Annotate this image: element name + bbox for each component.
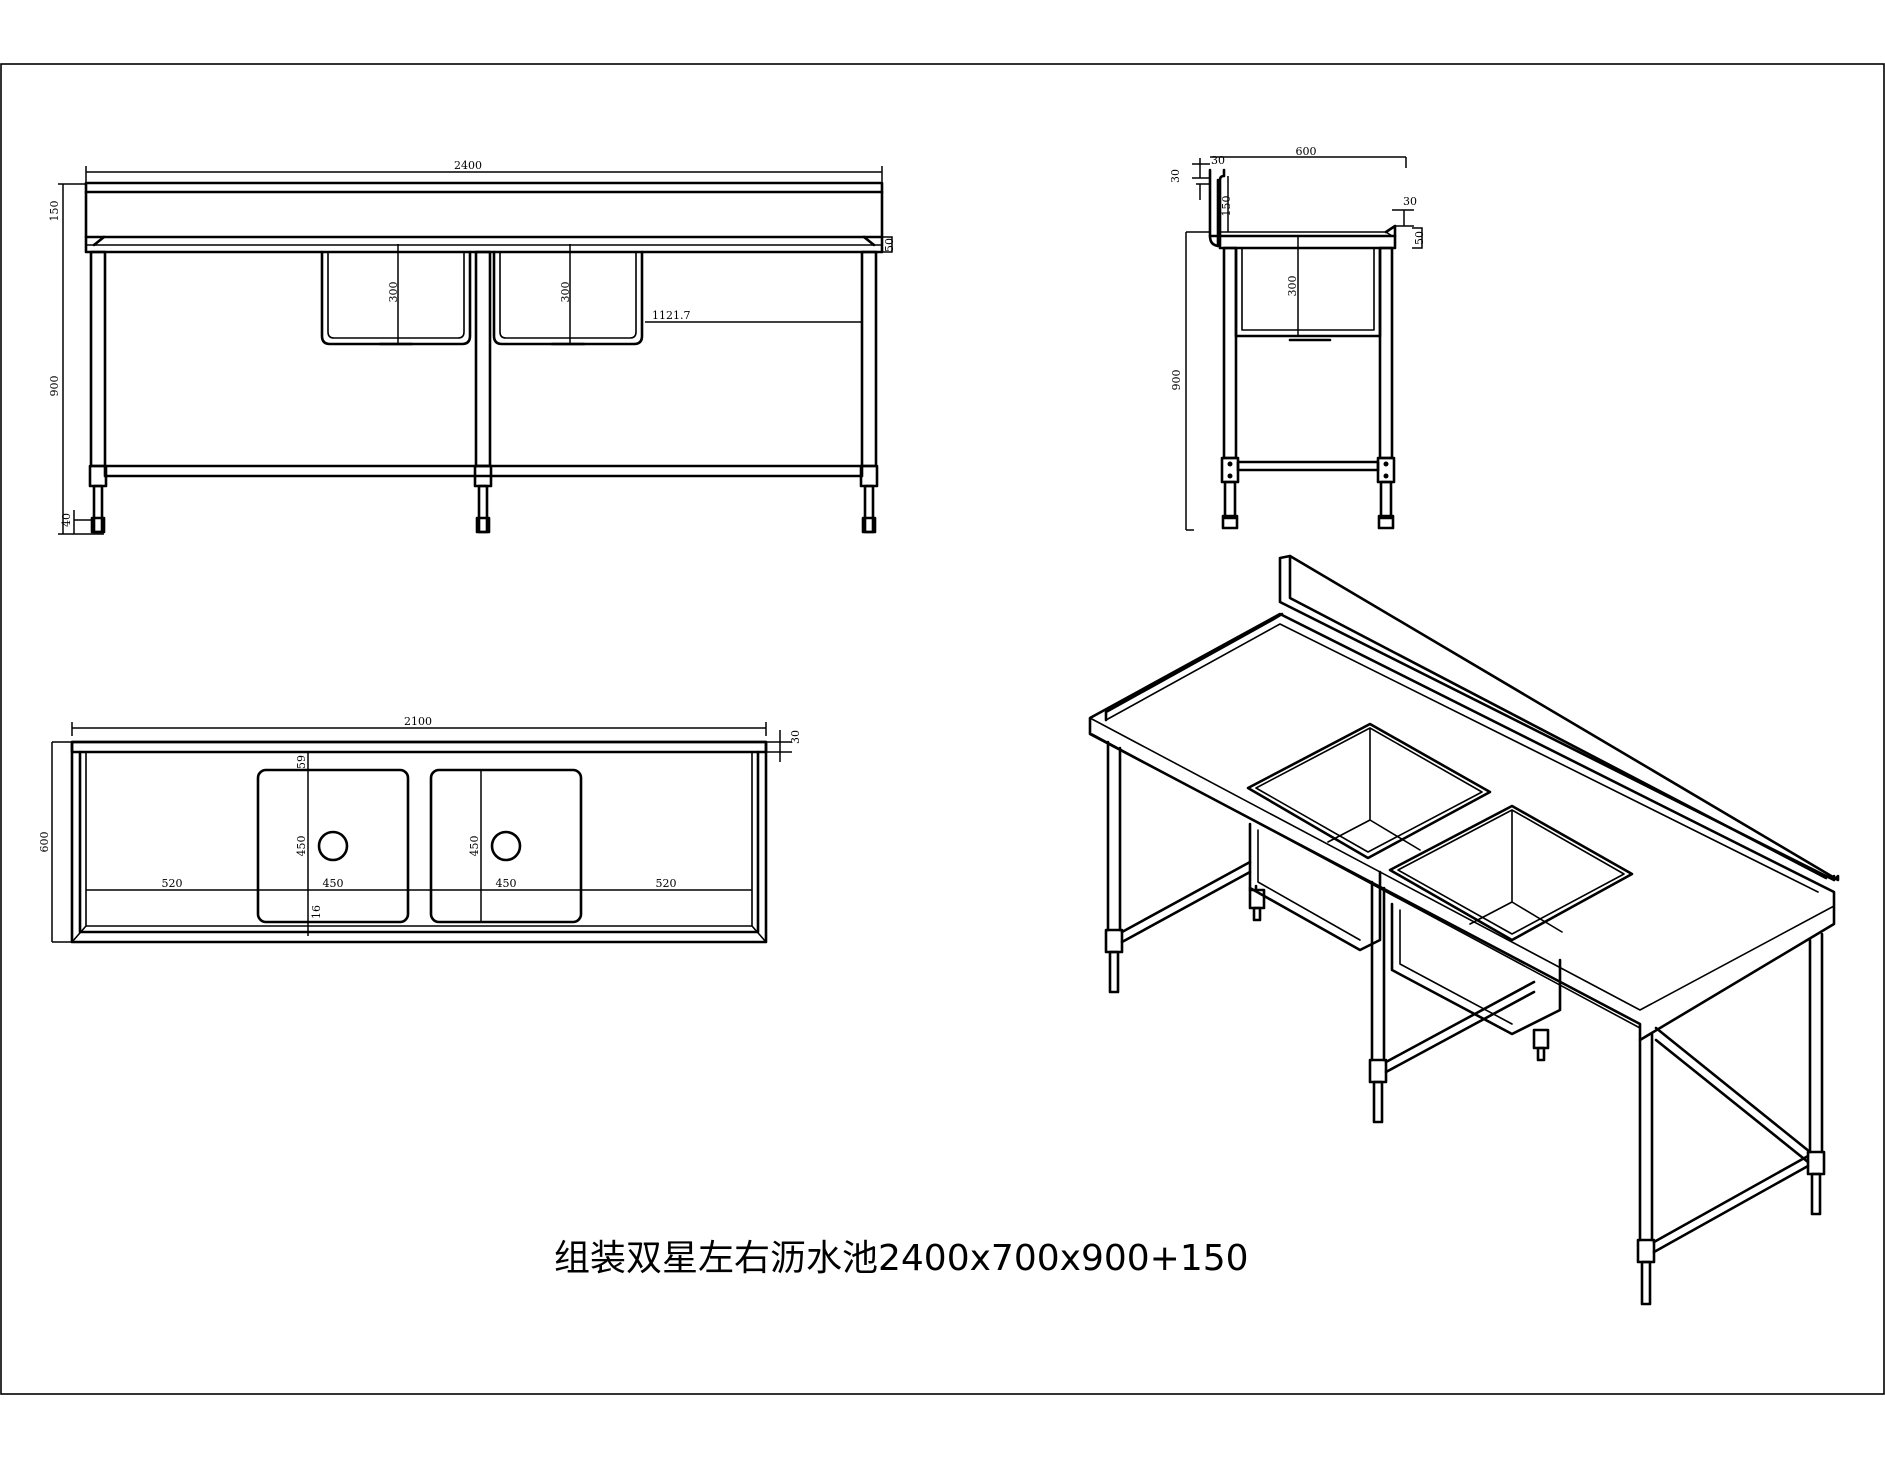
- side-stretcher: [1236, 460, 1380, 472]
- lower-stretcher: [103, 464, 864, 478]
- sink-bowl-2: [492, 250, 644, 346]
- svg-text:450: 450: [496, 877, 517, 890]
- plan-dims-internal: 520 450 450 520 59 450 16 450: [86, 752, 752, 936]
- svg-text:600: 600: [38, 832, 51, 853]
- svg-text:2100: 2100: [404, 715, 432, 728]
- svg-text:300: 300: [559, 282, 572, 303]
- dimension-bowl-depth-1: 300: [387, 244, 400, 344]
- drawing-frame: [0, 63, 1885, 1395]
- svg-text:520: 520: [656, 877, 677, 890]
- dimension-foot: 40: [60, 510, 92, 534]
- plan-dim-length: 2100: [71, 715, 767, 736]
- svg-text:450: 450: [323, 877, 344, 890]
- svg-text:150: 150: [48, 201, 61, 222]
- svg-text:1121.7: 1121.7: [652, 309, 691, 322]
- plan-bowl-1: [256, 768, 410, 924]
- svg-text:300: 300: [1286, 276, 1299, 297]
- drain-hole-2: [490, 830, 522, 862]
- side-view: 600: [1169, 145, 1426, 531]
- svg-text:300: 300: [387, 282, 400, 303]
- plan-view: 2100 520 450 450 520 59 450 16: [38, 715, 802, 944]
- iso-worktop: [1088, 612, 1836, 1042]
- svg-text:30: 30: [1169, 169, 1182, 183]
- drain-hole-1: [317, 830, 349, 862]
- svg-text:900: 900: [48, 376, 61, 397]
- side-bowl: 300: [1234, 236, 1382, 342]
- svg-text:50: 50: [883, 238, 896, 252]
- plan-dim-edge: 30: [766, 730, 802, 762]
- svg-text:150: 150: [1220, 196, 1233, 217]
- svg-text:520: 520: [162, 877, 183, 890]
- svg-text:600: 600: [1296, 145, 1317, 158]
- side-backsplash: [1208, 168, 1226, 248]
- svg-text:30: 30: [1403, 195, 1417, 208]
- drawing-title: 组装双星左右沥水池2400x700x900+150: [554, 1238, 1249, 1279]
- dimension-depth: 600: [1210, 145, 1407, 168]
- svg-text:450: 450: [295, 836, 308, 857]
- side-legs: [1220, 246, 1396, 530]
- side-dim-lip: 30 30 150: [1169, 154, 1233, 232]
- svg-text:450: 450: [468, 836, 481, 857]
- svg-text:50: 50: [1413, 231, 1426, 245]
- backsplash: [84, 181, 884, 239]
- table-top: [84, 235, 884, 254]
- svg-text:30: 30: [789, 730, 802, 744]
- side-dim-right: 30 50: [1392, 195, 1426, 249]
- dimension-length-label: 2400: [454, 159, 482, 172]
- side-dim-leg-height: 900: [1170, 231, 1210, 531]
- dimension-bowl-depth-2: 300: [559, 244, 572, 344]
- dimension-span: 1121.7: [645, 309, 862, 323]
- svg-text:40: 40: [60, 513, 73, 527]
- plan-outline: [70, 740, 768, 944]
- plan-bowl-2: [429, 768, 583, 924]
- dimension-top: 50: [882, 236, 896, 253]
- isometric-view: [1088, 554, 1840, 1306]
- dimension-backsplash: 150: [48, 183, 86, 236]
- iso-bowl-bodies: [1248, 822, 1562, 1036]
- svg-text:900: 900: [1170, 370, 1183, 391]
- iso-legs: [1104, 740, 1826, 1306]
- dimension-leg-height: 900: [48, 236, 104, 535]
- dimension-length: 2400: [85, 159, 883, 190]
- svg-text:16: 16: [310, 905, 323, 919]
- svg-text:30: 30: [1211, 154, 1225, 167]
- iso-sink-1: [1246, 722, 1492, 860]
- plan-dim-depth: 600: [38, 741, 72, 943]
- iso-stretchers: [1120, 860, 1812, 1254]
- sink-bowl-1: [320, 250, 472, 346]
- side-top: [1208, 224, 1397, 250]
- svg-text:59: 59: [295, 755, 308, 769]
- iso-sink-2: [1388, 804, 1634, 942]
- front-view: 2400: [48, 159, 896, 535]
- iso-backsplash: [1278, 554, 1840, 882]
- legs: [88, 250, 879, 534]
